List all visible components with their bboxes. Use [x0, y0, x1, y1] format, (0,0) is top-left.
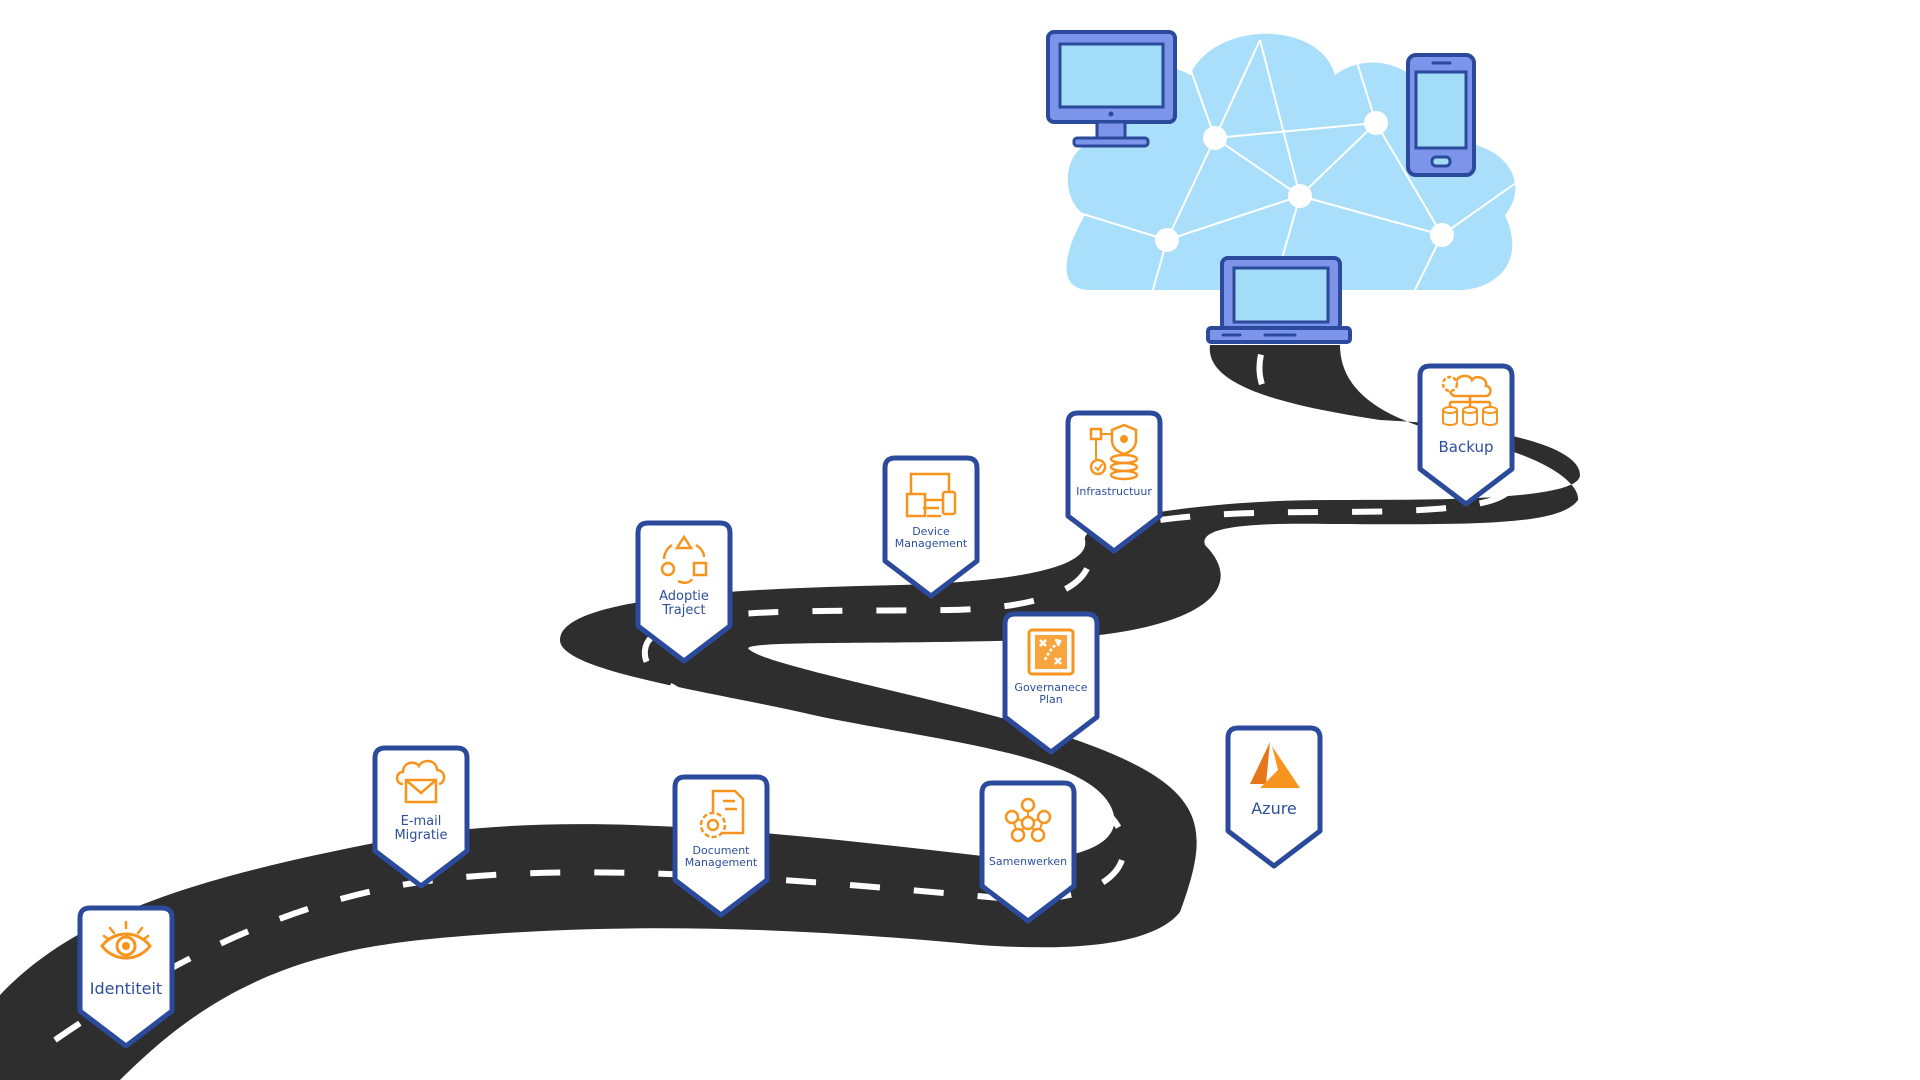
shapes-cycle-icon — [660, 534, 708, 584]
people-network-icon — [1004, 797, 1052, 843]
laptop-icon — [1206, 256, 1352, 344]
cloud-network-nodes — [1155, 111, 1454, 252]
milestone-label: Management — [685, 856, 758, 869]
desktop-monitor-icon — [1046, 30, 1177, 148]
eye-icon — [100, 920, 152, 960]
milestone-label: Adoptie — [659, 589, 709, 604]
secure-server-icon — [1089, 423, 1139, 481]
milestone-label: Migratie — [394, 828, 447, 843]
cloud-database-icon — [1441, 374, 1498, 426]
cloud-network-illustration — [1046, 30, 1516, 344]
pin-marker-shape — [1417, 363, 1515, 507]
milestone-label: Traject — [661, 603, 705, 618]
milestone-pin-azure: Azure — [1225, 725, 1323, 869]
milestone-pins: IdentiteitE-mailMigratieDocumentManageme… — [77, 363, 1515, 1049]
pin-marker-shape — [1225, 725, 1323, 869]
road — [0, 345, 1580, 1080]
milestone-label: Samenwerken — [989, 855, 1067, 868]
milestone-label: Plan — [1039, 693, 1062, 706]
milestone-pin-samenwerken: Samenwerken — [979, 780, 1077, 924]
milestone-label: Governanece — [1014, 681, 1087, 694]
milestone-pin-identiteit: Identiteit — [77, 905, 175, 1049]
milestone-label: Management — [895, 537, 968, 550]
milestone-pin-infrastructuur: Infrastructuur — [1065, 410, 1163, 554]
strategy-board-icon — [1027, 628, 1075, 676]
milestone-label: Azure — [1251, 799, 1297, 818]
smartphone-icon — [1406, 53, 1476, 177]
cloud-mail-icon — [395, 759, 446, 804]
road-center-dashes — [53, 349, 1514, 1043]
milestone-label: E-mail — [401, 814, 442, 829]
road-surface — [0, 345, 1580, 1080]
milestone-pin-backup: Backup — [1417, 363, 1515, 507]
milestone-label: Identiteit — [90, 979, 162, 998]
document-gear-icon — [699, 789, 745, 839]
pin-marker-shape — [1065, 410, 1163, 554]
milestone-label: Document — [693, 844, 751, 857]
milestone-label: Device — [912, 525, 950, 538]
milestone-label: Infrastructuur — [1076, 485, 1152, 498]
azure-logo-icon — [1250, 742, 1300, 788]
multi-device-icon — [905, 472, 957, 518]
pin-marker-shape — [635, 520, 733, 664]
milestone-label: Backup — [1439, 438, 1494, 456]
